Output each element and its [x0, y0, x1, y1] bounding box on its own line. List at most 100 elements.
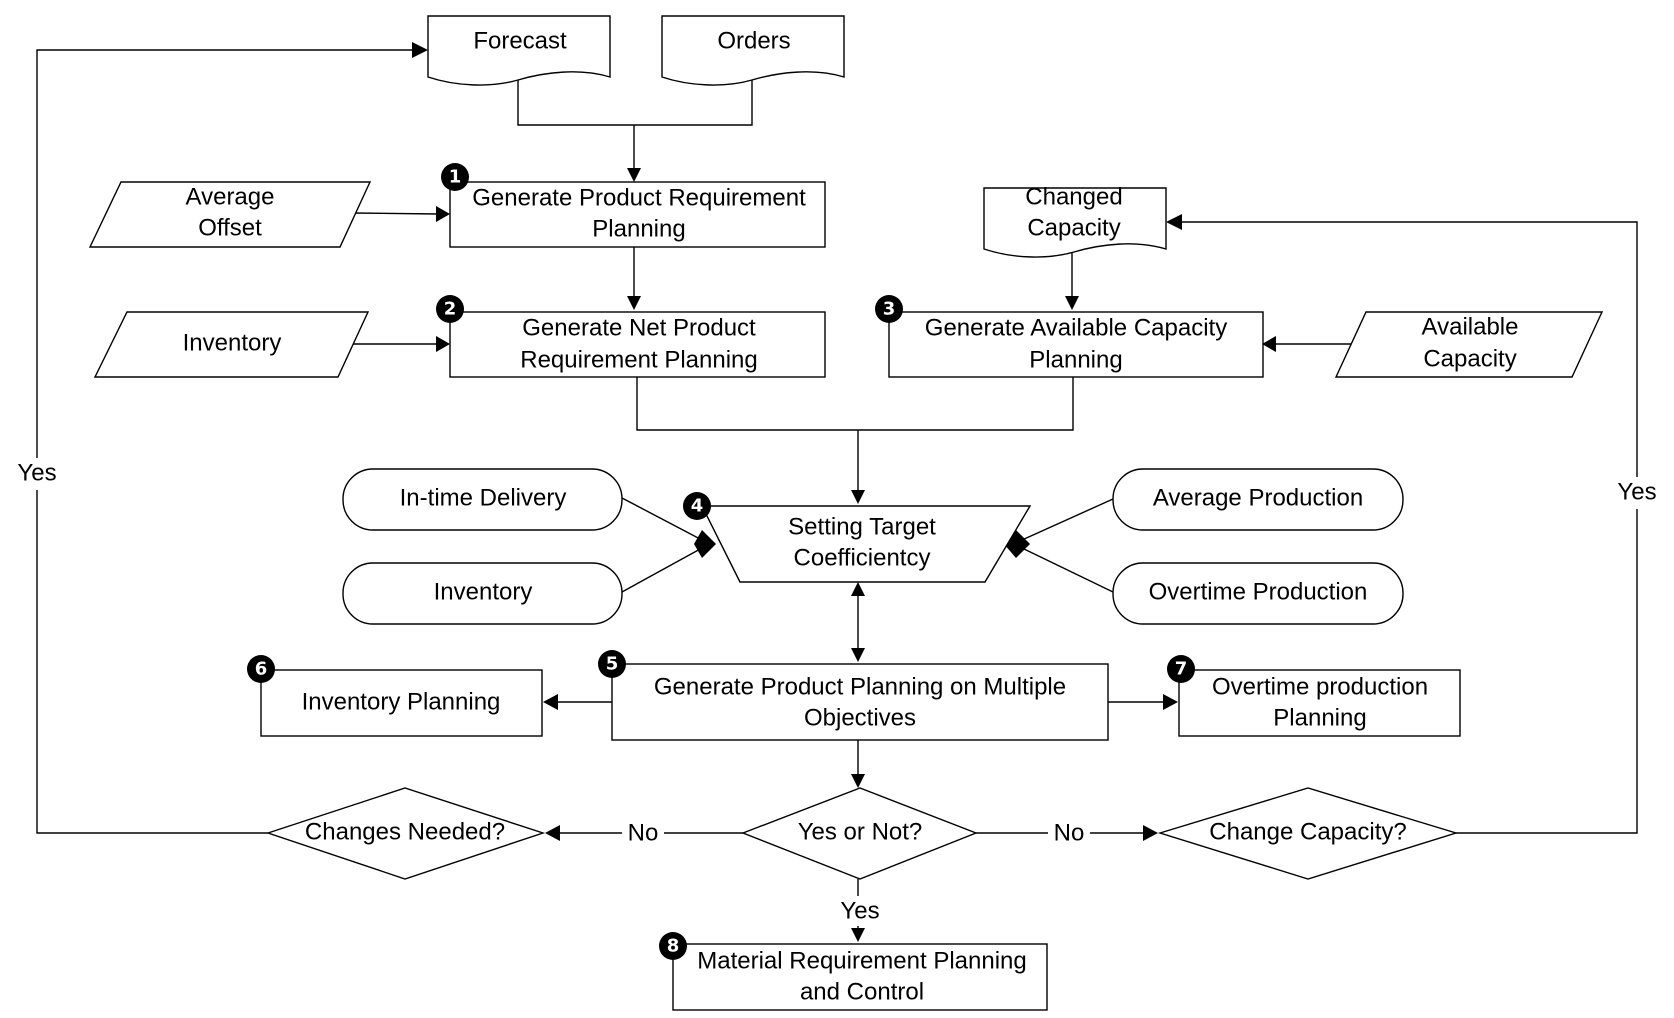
arrowhead-changed-capacity-right [1166, 214, 1182, 230]
connector-forecast-down [517, 80, 634, 126]
connector-step3-down [858, 377, 1074, 431]
input-average-offset-line2: Offset [198, 214, 262, 241]
decision-changes-needed-label: Changes Needed? [305, 818, 505, 845]
step-5-box: Generate Product Planning on Multiple Ob… [611, 663, 1109, 741]
step-4-trapezoid: Setting Target Coefficientcy [700, 505, 1032, 583]
badge-step-8: 8 [659, 932, 687, 960]
edge-label-yes-down: Yes [840, 897, 879, 924]
input-inventory-label: Inventory [183, 329, 282, 356]
badge-step-4-number: 4 [691, 496, 704, 517]
step-8-box: Material Requirement Planning and Contro… [672, 943, 1048, 1011]
step-2-line1: Generate Net Product [522, 314, 756, 341]
doc-changed-capacity-line2: Capacity [1027, 214, 1120, 241]
objective-inventory: Inventory [342, 562, 623, 625]
step-8-line2: and Control [800, 978, 924, 1005]
connector-avgprod-to-step4 [1021, 498, 1114, 541]
edge-label-no-left: No [628, 819, 659, 846]
arrowhead-step3-right [1262, 336, 1276, 352]
doc-orders: Orders [661, 15, 845, 86]
connector-yes-loop-to-changed-capacity [1182, 221, 1638, 834]
step-4-line2: Coefficientcy [794, 544, 931, 571]
decision-yes-or-not: Yes or Not? [741, 787, 978, 880]
objective-average-production-label: Average Production [1153, 484, 1363, 511]
input-available-capacity-line1: Available [1422, 313, 1519, 340]
input-available-capacity: Available Capacity [1334, 311, 1604, 378]
decision-changes-needed: Changes Needed? [265, 787, 546, 880]
edge-label-no-right: No [1054, 819, 1085, 846]
objective-overtime-production: Overtime Production [1112, 562, 1404, 625]
step-1-line1: Generate Product Requirement [472, 184, 806, 211]
objective-intime-delivery: In-time Delivery [342, 468, 623, 531]
doc-changed-capacity-line1: Changed [1025, 183, 1122, 210]
edge-label-yes-left: Yes [17, 459, 56, 486]
badge-step-1-number: 1 [449, 167, 462, 188]
badge-step-4: 4 [683, 492, 711, 520]
decision-change-capacity: Change Capacity? [1157, 787, 1459, 880]
decision-change-capacity-label: Change Capacity? [1209, 818, 1406, 845]
arrowhead-step6-right [543, 694, 558, 710]
step-7-line2: Planning [1273, 704, 1366, 731]
step-6-label: Inventory Planning [302, 688, 501, 715]
arrowhead-step4-bottom [851, 582, 865, 596]
step-2-line2: Requirement Planning [520, 346, 757, 373]
arrowhead-step8-top [851, 928, 865, 942]
decision-yes-or-not-label: Yes or Not? [798, 818, 923, 845]
arrowhead-step2-top [627, 296, 641, 310]
input-average-offset: Average Offset [88, 181, 372, 248]
connector-offset-to-step1 [351, 212, 439, 215]
badge-step-7-number: 7 [1175, 659, 1188, 680]
arrowhead-step1-top [627, 168, 641, 182]
input-average-offset-line1: Average [186, 183, 275, 210]
arrowhead-step5-top [851, 648, 865, 662]
arrowhead-step2-left [436, 336, 450, 352]
step-7-box: Overtime production Planning [1178, 669, 1461, 737]
input-available-capacity-line2: Capacity [1423, 345, 1516, 372]
connector-intime-to-step4 [621, 497, 703, 541]
badge-step-6: 6 [247, 655, 275, 683]
badge-step-3-number: 3 [883, 299, 896, 320]
doc-forecast: Forecast [427, 15, 611, 86]
edge-labels: No No Yes Yes Yes [10, 458, 1664, 926]
badge-step-5-number: 5 [606, 654, 619, 675]
arrowhead-step7-left [1163, 694, 1178, 710]
edge-label-yes-right: Yes [1617, 478, 1656, 505]
doc-changed-capacity: Changed Capacity [983, 183, 1167, 258]
arrowhead-step4-top [851, 490, 865, 504]
connector-inventory-obj-to-step4 [621, 547, 703, 593]
arrowhead-change-capacity-left [1143, 825, 1158, 841]
doc-forecast-label: Forecast [473, 27, 567, 54]
doc-orders-label: Orders [717, 27, 790, 54]
connector-yes-loop-to-forecast [36, 49, 414, 834]
badge-step-7: 7 [1167, 655, 1195, 683]
connector-orders-down [634, 80, 753, 126]
input-inventory: Inventory [93, 311, 370, 378]
step-6-box: Inventory Planning [260, 669, 543, 737]
diamond-head-step4-left [694, 530, 716, 558]
badge-step-1: 1 [441, 163, 469, 191]
badge-step-2-number: 2 [444, 299, 457, 320]
objective-intime-delivery-label: In-time Delivery [400, 484, 567, 511]
connector-overtime-to-step4 [1021, 547, 1114, 593]
objective-inventory-label: Inventory [434, 578, 533, 605]
step-3-line2: Planning [1029, 346, 1122, 373]
arrowhead-step3-top [1065, 296, 1079, 310]
connector-step2-down [636, 377, 858, 431]
step-7-line1: Overtime production [1212, 673, 1428, 700]
arrowhead-step1-left [436, 206, 450, 222]
step-1-line2: Planning [592, 215, 685, 242]
step-8-line1: Material Requirement Planning [697, 947, 1027, 974]
arrowhead-decision-top [851, 774, 865, 788]
step-3-line1: Generate Available Capacity [925, 314, 1227, 341]
objective-overtime-production-label: Overtime Production [1149, 578, 1368, 605]
step-1-box: Generate Product Requirement Planning [449, 181, 826, 248]
objective-average-production: Average Production [1112, 468, 1404, 531]
badge-step-3: 3 [875, 295, 903, 323]
badge-step-5: 5 [598, 650, 626, 678]
arrowhead-changes-needed-right [545, 825, 560, 841]
badge-step-8-number: 8 [667, 936, 680, 957]
step-4-line1: Setting Target [788, 513, 936, 540]
step-3-box: Generate Available Capacity Planning [888, 311, 1264, 378]
step-2-box: Generate Net Product Requirement Plannin… [449, 311, 826, 378]
arrowhead-forecast-left [412, 42, 428, 58]
